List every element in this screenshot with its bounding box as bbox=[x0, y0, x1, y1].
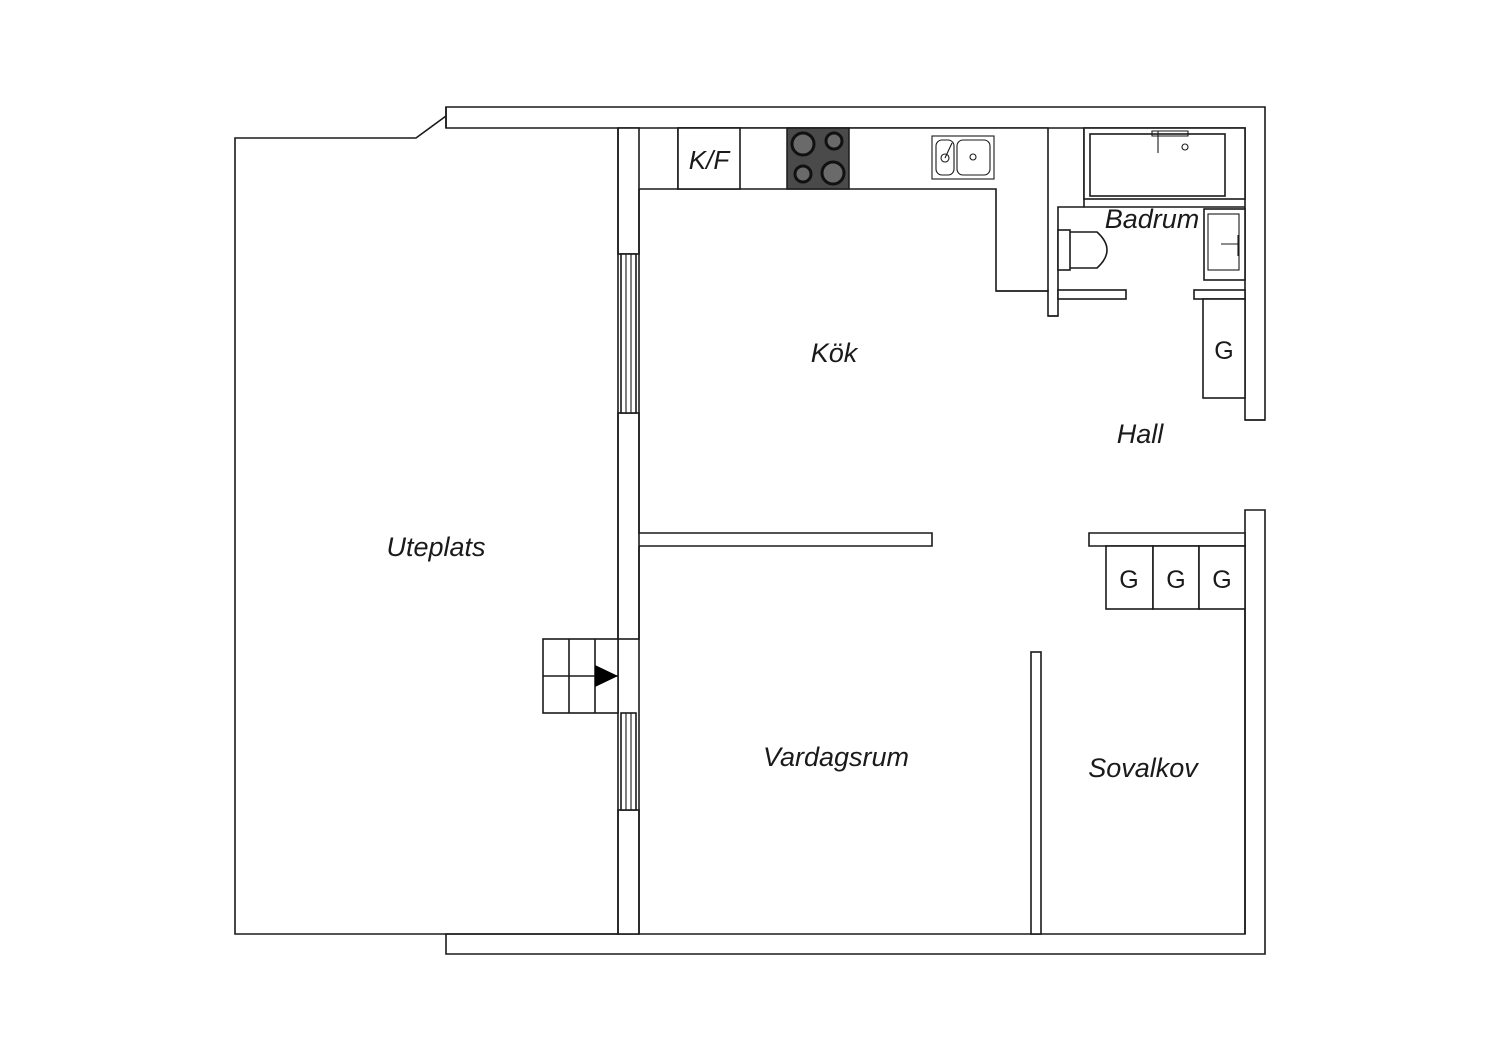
wardrobe-hall bbox=[1202, 298, 1246, 399]
kitchen-walls bbox=[638, 188, 1058, 547]
fridge-freezer-label: K/F bbox=[689, 145, 732, 175]
room-label-vardagsrum: Vardagsrum bbox=[763, 742, 909, 772]
outer-walls bbox=[445, 106, 1266, 955]
room-label-hall: Hall bbox=[1117, 419, 1165, 449]
fridge-freezer bbox=[677, 127, 741, 190]
closet-block bbox=[1088, 532, 1246, 610]
bathtub-icon bbox=[1083, 127, 1246, 200]
toilet-icon bbox=[1057, 229, 1071, 271]
entry-steps bbox=[542, 638, 619, 714]
room-label-badrum: Badrum bbox=[1105, 204, 1200, 234]
room-label-kok: Kök bbox=[811, 338, 859, 368]
bathroom bbox=[1048, 127, 1246, 317]
west-wall bbox=[617, 127, 640, 935]
room-label-uteplats: Uteplats bbox=[386, 532, 485, 562]
window-vardagsrum bbox=[620, 712, 637, 811]
wardrobe-label-1: G bbox=[1119, 566, 1138, 594]
room-label-sovalkov: Sovalkov bbox=[1088, 753, 1199, 783]
window-kok bbox=[620, 253, 637, 414]
wardrobe-label-hall: G bbox=[1214, 337, 1233, 365]
wardrobe-label-3: G bbox=[1212, 566, 1231, 594]
entry-arrow-icon bbox=[595, 665, 618, 687]
kitchen-sink-icon bbox=[931, 135, 995, 180]
patio bbox=[234, 115, 619, 935]
alcove-wall bbox=[638, 546, 1246, 935]
wardrobe-label-2: G bbox=[1166, 566, 1185, 594]
kitchen-counter bbox=[677, 127, 1049, 292]
